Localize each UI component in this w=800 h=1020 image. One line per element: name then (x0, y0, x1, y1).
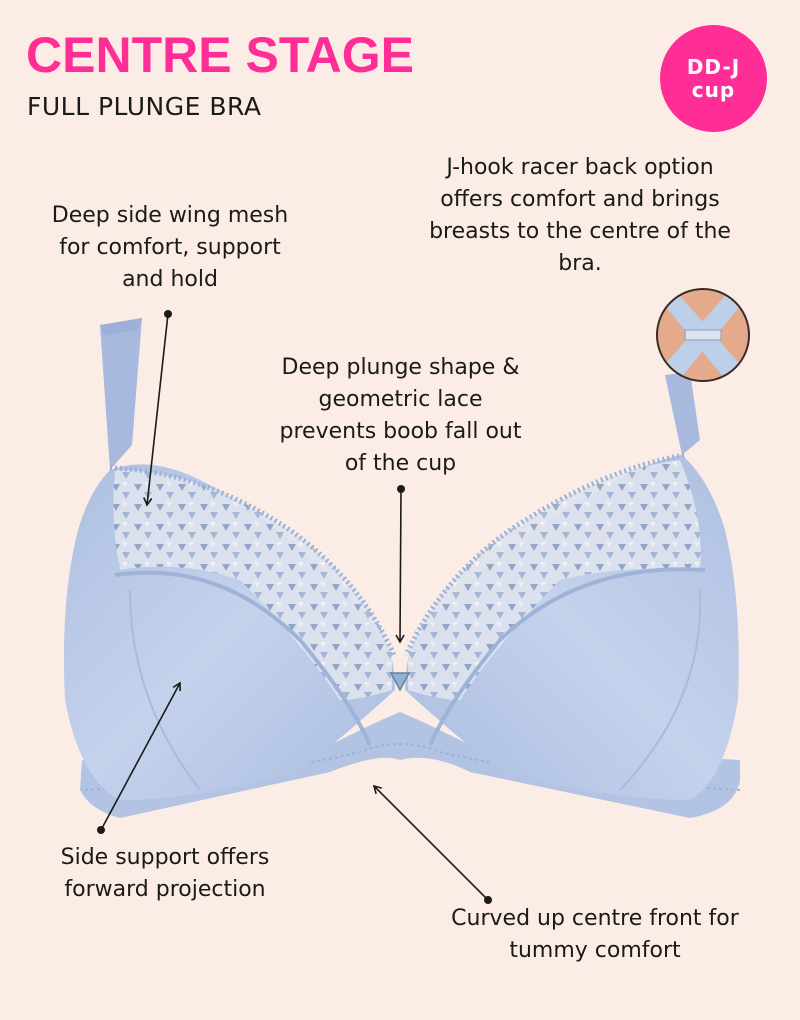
badge-size: DD-J (686, 54, 741, 79)
arrow-wing (143, 310, 172, 507)
left-cup (63, 464, 397, 800)
annotation-deep-plunge: Deep plunge shape & geometric lace preve… (279, 355, 522, 476)
left-strap (100, 318, 142, 470)
underband (80, 712, 740, 818)
product-title: CENTRE STAGE (26, 27, 414, 83)
annotation-j-hook: J-hook racer back option offers comfort … (429, 155, 731, 276)
cup-size-badge: DD-J cup (660, 25, 767, 132)
annotation-centre-front: Curved up centre front for tummy comfort (451, 906, 739, 963)
annotation-side-wing: Deep side wing mesh for comfort, support… (51, 203, 289, 292)
arrow-side (97, 681, 182, 834)
right-cup (403, 452, 739, 800)
racer-back-inset (656, 288, 750, 382)
annotation-side-support: Side support offers forward projection (60, 845, 270, 902)
centre-gore-ornament (389, 672, 411, 692)
right-strap (665, 372, 700, 455)
arrow-centre (372, 784, 492, 904)
badge-unit: cup (691, 77, 736, 102)
product-subtitle: FULL PLUNGE BRA (27, 92, 262, 121)
arrow-plunge (395, 485, 405, 644)
